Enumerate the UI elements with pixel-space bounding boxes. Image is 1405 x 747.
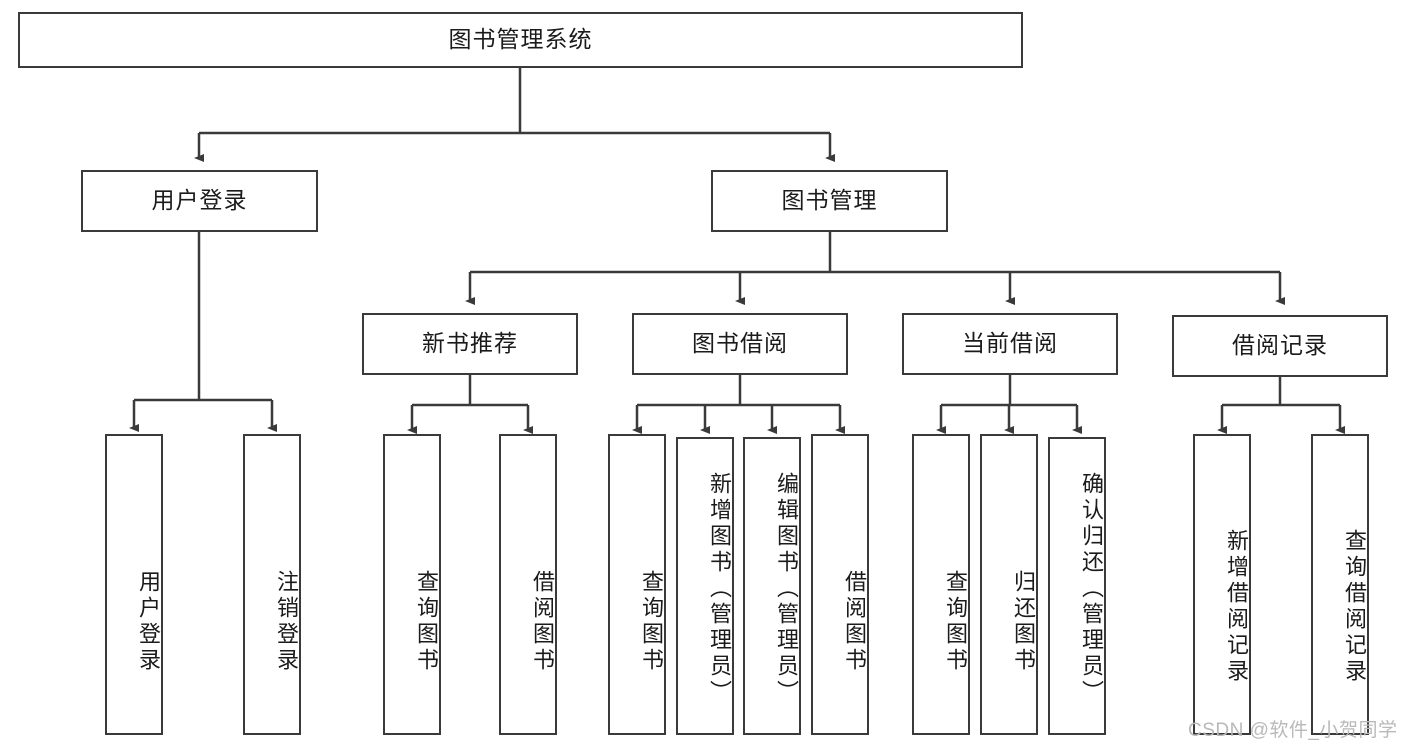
node-label: 借阅记录 xyxy=(1232,332,1328,359)
leaf-book-borrow-borrow-book[interactable]: 借阅图书 xyxy=(811,434,869,735)
node-user-login[interactable]: 用户登录 xyxy=(81,170,318,232)
leaf-new-book-query-book[interactable]: 查询图书 xyxy=(383,434,441,735)
node-label: 新书推荐 xyxy=(422,330,518,357)
node-borrow-record[interactable]: 借阅记录 xyxy=(1172,315,1388,377)
node-root-book-management-system[interactable]: 图书管理系统 xyxy=(18,12,1023,68)
node-label: 图书借阅 xyxy=(692,330,788,357)
node-book-management[interactable]: 图书管理 xyxy=(711,170,948,232)
node-label: 借阅图书 xyxy=(842,570,867,674)
node-label: 当前借阅 xyxy=(962,330,1058,357)
leaf-current-borrow-confirm-return-admin[interactable]: 确认归还（管理员） xyxy=(1048,437,1106,735)
node-label: 查询图书 xyxy=(414,570,439,674)
leaf-book-borrow-add-book-admin[interactable]: 新增图书（管理员） xyxy=(676,437,734,735)
leaf-borrow-record-query-record[interactable]: 查询借阅记录 xyxy=(1311,434,1369,735)
leaf-book-borrow-query-book[interactable]: 查询图书 xyxy=(608,434,666,735)
node-label: 归还图书 xyxy=(1011,570,1036,674)
node-new-book-recommend[interactable]: 新书推荐 xyxy=(362,313,578,375)
node-label: 编辑图书（管理员） xyxy=(774,472,799,706)
node-label: 查询借阅记录 xyxy=(1342,528,1367,685)
node-label: 注销登录 xyxy=(274,570,299,674)
leaf-new-book-borrow-book[interactable]: 借阅图书 xyxy=(499,434,557,735)
leaf-user-login-logout[interactable]: 注销登录 xyxy=(243,434,301,735)
leaf-current-borrow-query-book[interactable]: 查询图书 xyxy=(912,434,970,735)
node-label: 新增借阅记录 xyxy=(1224,528,1249,685)
csdn-watermark: CSDN @软件_小贺同学 xyxy=(1188,720,1398,741)
leaf-user-login-login[interactable]: 用户登录 xyxy=(105,434,163,735)
node-label: 查询图书 xyxy=(943,570,968,674)
node-label: 借阅图书 xyxy=(530,570,555,674)
node-current-borrow[interactable]: 当前借阅 xyxy=(902,313,1118,375)
node-label: 用户登录 xyxy=(136,570,161,674)
node-label: 新增图书（管理员） xyxy=(707,472,732,706)
node-label: 图书管理系统 xyxy=(448,26,593,53)
leaf-book-borrow-edit-book-admin[interactable]: 编辑图书（管理员） xyxy=(743,437,801,735)
leaf-borrow-record-add-record[interactable]: 新增借阅记录 xyxy=(1193,434,1251,735)
node-book-borrow[interactable]: 图书借阅 xyxy=(632,313,848,375)
node-label: 图书管理 xyxy=(781,187,878,214)
node-label: 查询图书 xyxy=(639,570,664,674)
node-label: 用户登录 xyxy=(151,187,248,214)
node-label: 确认归还（管理员） xyxy=(1079,472,1104,706)
leaf-current-borrow-return-book[interactable]: 归还图书 xyxy=(980,434,1038,735)
